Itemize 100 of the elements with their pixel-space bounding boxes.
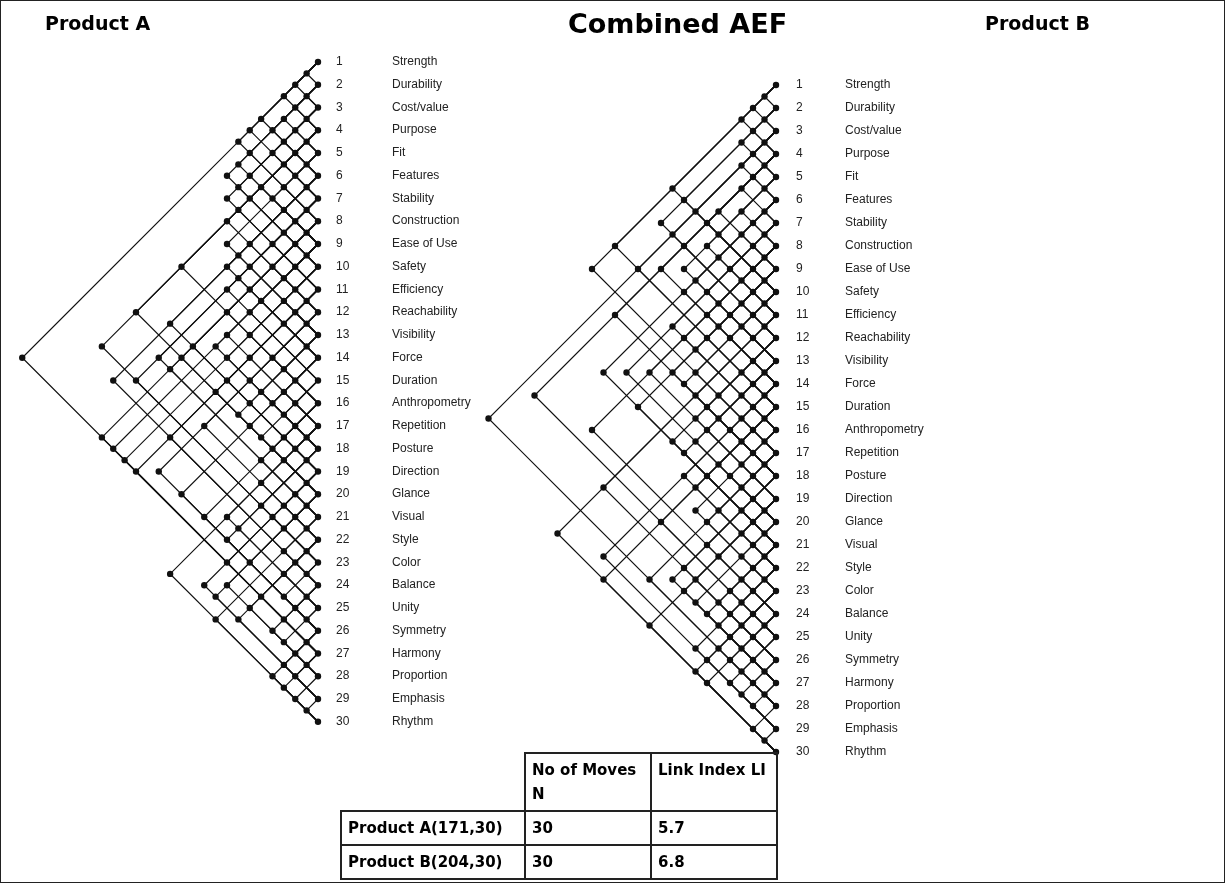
- move-number: 3: [336, 99, 343, 114]
- move-number: 6: [336, 167, 343, 182]
- move-number: 27: [796, 675, 810, 689]
- move-number: 6: [796, 192, 803, 206]
- move-label: Glance: [845, 514, 884, 528]
- move-number: 12: [796, 330, 810, 344]
- move-number: 26: [336, 622, 350, 637]
- move-label: Construction: [845, 238, 913, 252]
- panel-heading: Product B: [985, 12, 1090, 34]
- move-label: Harmony: [392, 645, 441, 660]
- move-label: Unity: [392, 600, 420, 614]
- move-number: 24: [336, 577, 350, 592]
- move-label: Symmetry: [845, 652, 899, 666]
- move-label: Purpose: [392, 122, 437, 137]
- move-label: Reachability: [392, 304, 458, 319]
- move-number: 17: [796, 445, 810, 459]
- move-label: Glance: [392, 486, 431, 501]
- move-number: 18: [336, 440, 350, 455]
- move-label: Force: [392, 349, 423, 364]
- move-number: 14: [796, 376, 810, 390]
- move-number: 9: [336, 236, 343, 250]
- move-number: 13: [796, 353, 810, 367]
- move-label: Durability: [845, 100, 895, 114]
- table-cell: Link Index LI: [651, 753, 777, 811]
- table-cell: Product B(204,30): [341, 845, 525, 879]
- move-number: 12: [336, 304, 350, 319]
- move-number: 24: [796, 606, 810, 620]
- move-number: 30: [796, 744, 810, 758]
- move-number: 21: [796, 537, 810, 551]
- move-number: 19: [796, 491, 810, 505]
- move-label: Fit: [392, 145, 406, 159]
- move-label: Emphasis: [845, 721, 898, 735]
- move-label: Ease of Use: [392, 236, 458, 250]
- move-number: 25: [336, 600, 350, 614]
- move-label: Emphasis: [392, 691, 445, 705]
- table-cell: 30: [525, 811, 651, 845]
- move-number: 11: [336, 281, 349, 296]
- move-number: 7: [336, 190, 343, 205]
- move-label: Anthropometry: [392, 395, 471, 410]
- move-label: Efficiency: [392, 281, 444, 296]
- move-label: Rhythm: [845, 744, 887, 758]
- move-label: Durability: [392, 76, 442, 91]
- move-label: Efficiency: [845, 307, 897, 321]
- move-number: 23: [796, 583, 810, 597]
- move-label: Duration: [845, 399, 891, 413]
- move-label: Features: [845, 192, 893, 206]
- move-number: 16: [336, 395, 350, 410]
- move-label: Visibility: [845, 353, 889, 367]
- move-label: Harmony: [845, 675, 894, 689]
- move-number: 5: [336, 145, 343, 159]
- move-label: Strength: [845, 77, 891, 91]
- diagram-title: Combined AEF: [568, 8, 788, 39]
- move-label: Reachability: [845, 330, 911, 344]
- move-label: Balance: [845, 606, 889, 620]
- move-label: Direction: [845, 491, 893, 505]
- move-label: Proportion: [845, 698, 901, 712]
- move-label: Stability: [845, 215, 888, 229]
- move-number: 18: [796, 468, 810, 482]
- move-number: 7: [796, 215, 803, 229]
- move-label: Color: [845, 583, 874, 597]
- move-label: Style: [392, 531, 419, 546]
- move-number: 19: [336, 463, 350, 478]
- move-number: 4: [796, 146, 803, 160]
- move-number: 20: [796, 514, 810, 528]
- move-number: 2: [336, 76, 343, 91]
- table-cell: 30: [525, 845, 651, 879]
- move-label: Construction: [392, 213, 460, 228]
- move-number: 2: [796, 100, 803, 114]
- move-label: Features: [392, 167, 440, 182]
- move-label: Balance: [392, 577, 436, 592]
- move-label: Repetition: [845, 445, 900, 459]
- move-label: Cost/value: [392, 99, 449, 114]
- move-label: Rhythm: [392, 713, 434, 728]
- move-label: Visual: [392, 509, 425, 523]
- move-label: Ease of Use: [845, 261, 911, 275]
- move-label: Direction: [392, 463, 440, 478]
- move-number: 13: [336, 327, 350, 341]
- move-number: 27: [336, 645, 350, 660]
- move-label: Repetition: [392, 418, 447, 432]
- move-number: 22: [796, 560, 810, 574]
- move-label: Style: [845, 560, 872, 574]
- move-number: 11: [796, 307, 809, 321]
- move-number: 15: [336, 372, 350, 387]
- move-number: 8: [336, 213, 343, 228]
- move-number: 17: [336, 418, 350, 432]
- table-cell: 5.7: [651, 811, 777, 845]
- move-label: Posture: [845, 468, 887, 482]
- move-number: 4: [336, 122, 343, 137]
- table-cell: 6.8: [651, 845, 777, 879]
- move-label: Unity: [845, 629, 873, 643]
- table-cell: No of Moves N: [525, 753, 651, 811]
- move-number: 14: [336, 349, 350, 364]
- move-number: 28: [336, 668, 350, 683]
- move-number: 29: [796, 721, 810, 735]
- move-number: 3: [796, 123, 803, 137]
- move-number: 1: [336, 54, 343, 68]
- move-label: Anthropometry: [845, 422, 924, 436]
- move-label: Symmetry: [392, 622, 446, 637]
- move-number: 15: [796, 399, 810, 413]
- table-cell: Product A(171,30): [341, 811, 525, 845]
